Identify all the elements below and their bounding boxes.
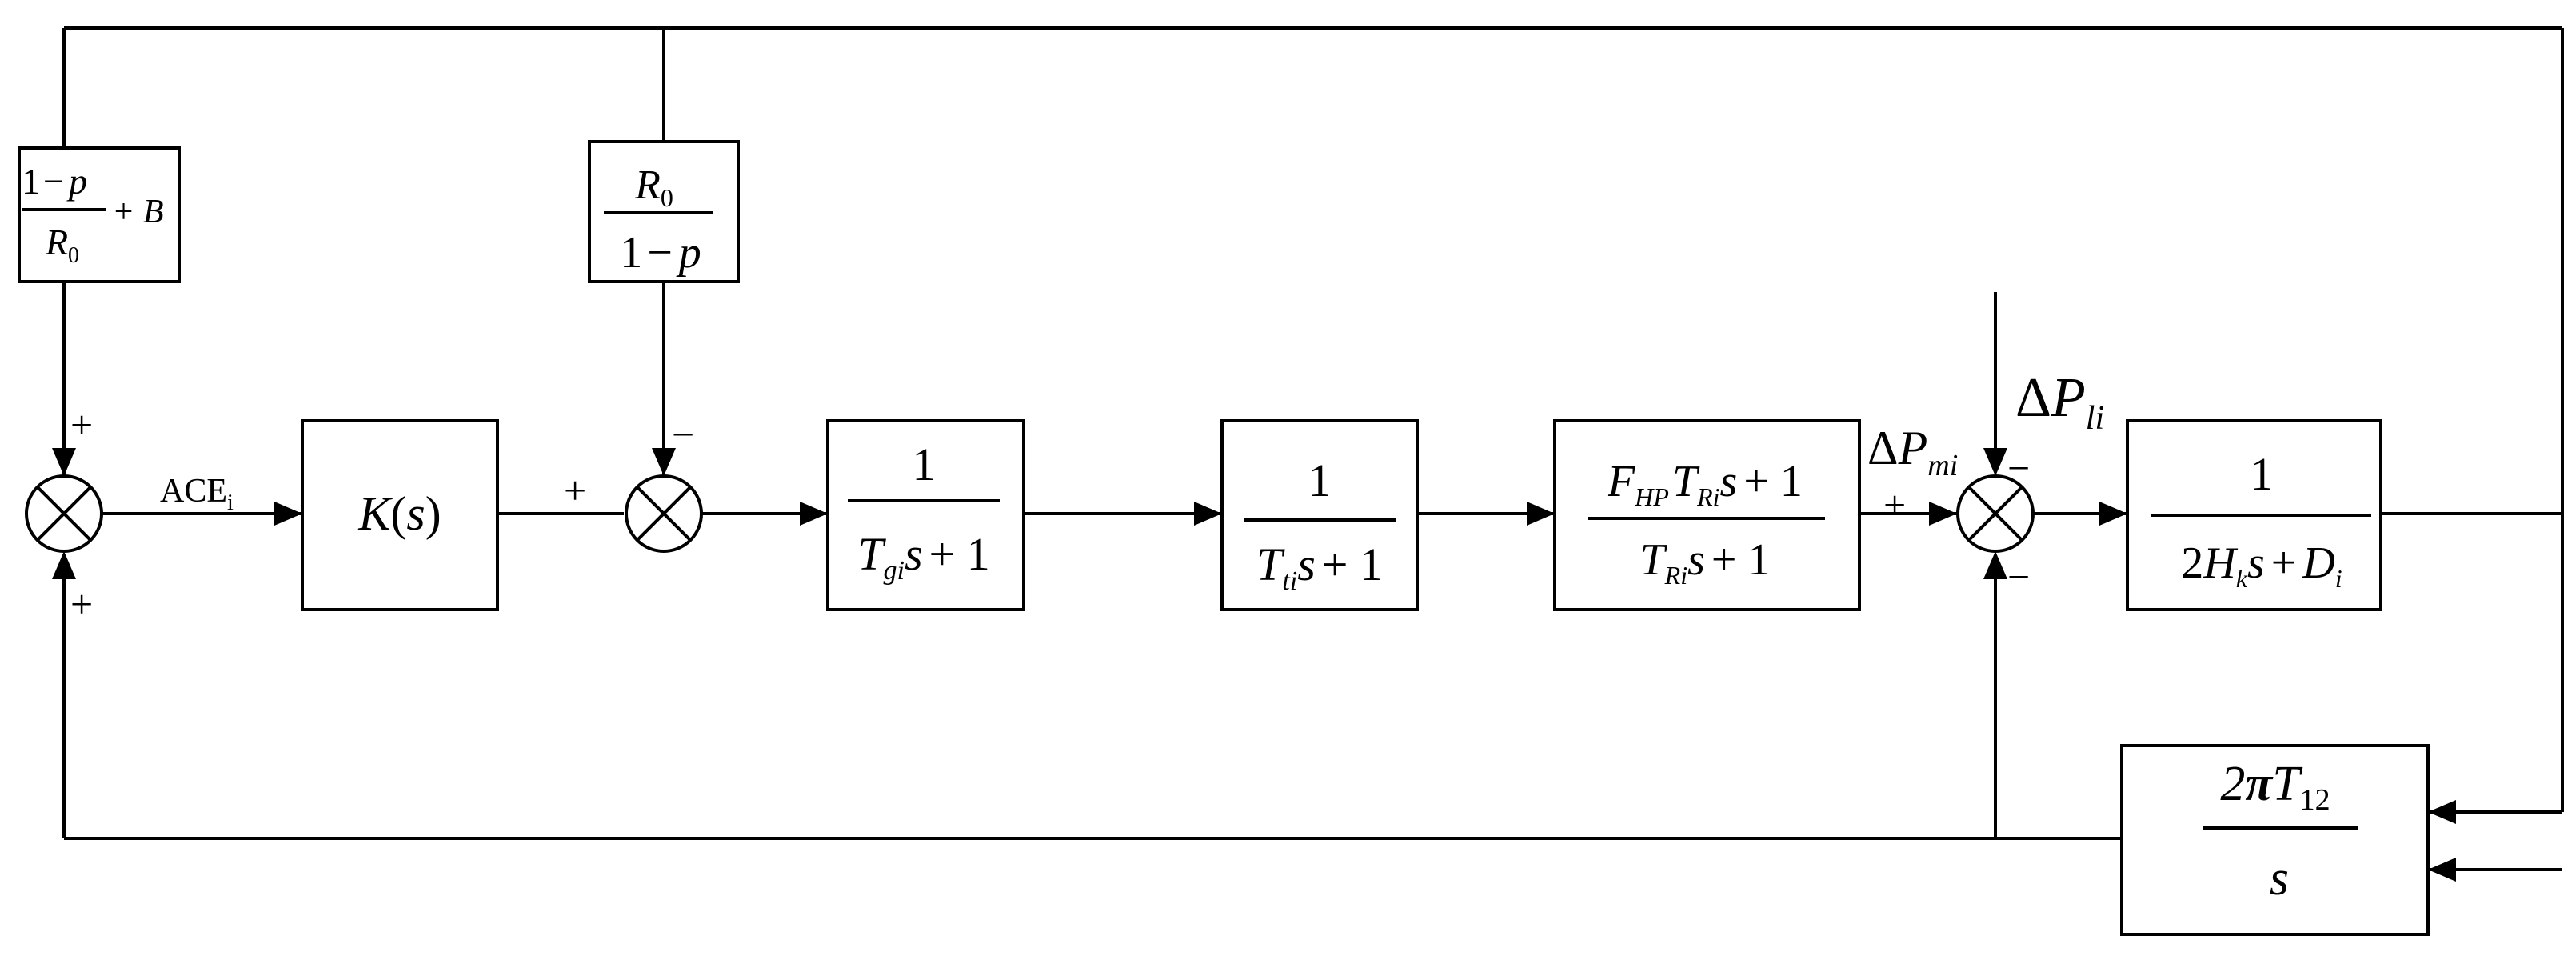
turbine-block: 1 Ttis+ 1 [1220,419,1419,611]
tieline-denominator: s [2270,851,2289,906]
controller-label: K(s) [357,487,441,540]
governor-numerator: 1 [913,438,936,490]
inertia-denominator: 2Hks+Di [2181,538,2342,593]
sign-s1-bottom: + [70,582,93,626]
label-delta-pl: ΔPli [2015,367,2104,437]
governor-block: 1 Tgis+ 1 [826,419,1025,611]
sign-s3-left: + [1883,482,1906,527]
governor-denominator: Tgis+ 1 [857,528,990,586]
sign-labels: + + + − + − − [70,402,2030,626]
sign-s2-left: + [564,468,586,513]
bias-term: + B [112,194,164,230]
summing-junction-governor [625,474,703,553]
summing-junction-power [1956,474,2035,553]
tieline-block: 2πT12 s [2120,744,2430,936]
inertia-block: 1 2Hks+Di [2126,419,2382,611]
sign-s2-top: − [672,412,694,457]
reheat-block: FHPTRis+ 1 TRis+ 1 [1553,419,1861,611]
label-delta-pm: ΔPmi [1867,422,1958,482]
sign-s3-top: − [2007,446,2030,490]
signal-wires [62,26,2564,871]
sign-s1-top: + [70,402,93,447]
reheat-numerator: FHPTRis+ 1 [1607,457,1803,511]
summing-junction-ace [25,474,103,553]
label-ace: ACEi [160,473,234,515]
arrowheads [52,448,2456,882]
bias-denominator: R0 [45,222,79,268]
sign-s3-bottom: − [2007,554,2030,599]
bias-numerator: 1−p [22,161,87,202]
bias-block: 1−p R0 + B [18,146,181,283]
tieline-numerator: 2πT12 [2220,757,2330,817]
droop-denominator: 1−p [620,228,701,278]
turbine-numerator: 1 [1308,454,1332,506]
reheat-denominator: TRis+ 1 [1640,535,1771,590]
inertia-numerator: 1 [2251,448,2274,500]
droop-block: R0 1−p [588,140,740,283]
turbine-denominator: Ttis+ 1 [1256,538,1383,596]
controller-block: K(s) [301,419,499,611]
droop-numerator: R0 [634,162,673,212]
